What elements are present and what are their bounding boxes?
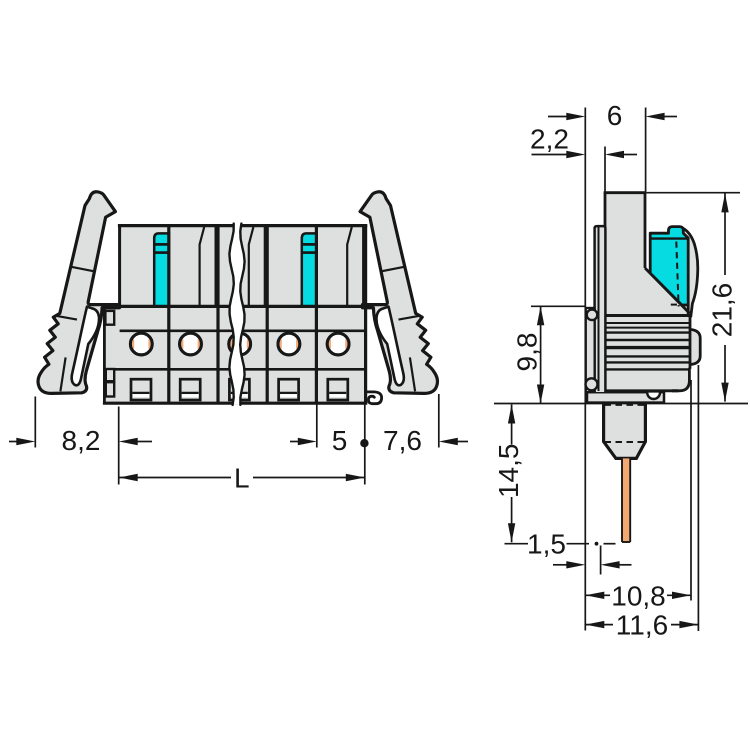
svg-text:6: 6: [607, 100, 623, 131]
svg-text:10,8: 10,8: [611, 580, 666, 611]
svg-text:5: 5: [332, 425, 348, 456]
svg-text:8,2: 8,2: [62, 425, 101, 456]
svg-text:2,2: 2,2: [530, 123, 569, 154]
svg-text:7,6: 7,6: [383, 425, 422, 456]
svg-text:1,5: 1,5: [527, 528, 566, 559]
svg-text:11,6: 11,6: [616, 610, 668, 641]
svg-text:L: L: [234, 463, 250, 494]
svg-text:21,6: 21,6: [707, 283, 738, 338]
svg-text:9,8: 9,8: [511, 333, 542, 372]
svg-text:14,5: 14,5: [493, 444, 524, 499]
